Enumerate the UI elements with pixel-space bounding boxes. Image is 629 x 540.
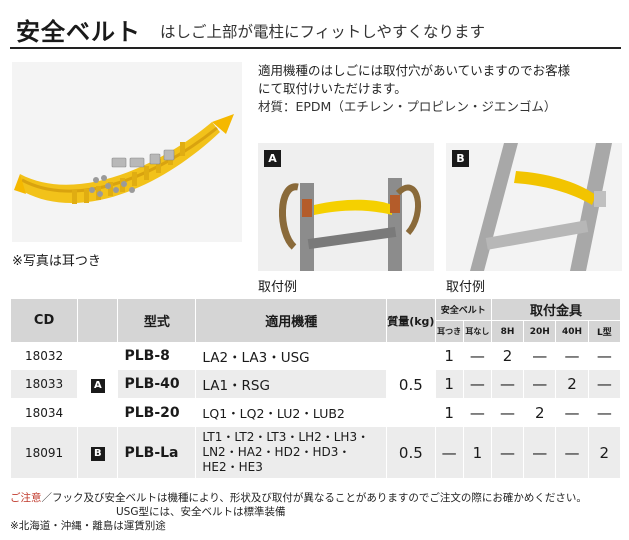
row-noear: —: [462, 342, 492, 370]
table-row: 18033 PLB-40 LA1・RSG 1 — — — 2 —: [9, 369, 622, 399]
group-b-cell: B: [77, 426, 119, 479]
spec-table: CD 型式 適用機種 質量(kg) 安全ベルト 取付金具 耳つき 耳なし 8H …: [9, 298, 622, 479]
row-l: 2: [587, 426, 622, 479]
example-photo-a: A: [258, 143, 434, 271]
row-20h: 2: [523, 398, 557, 427]
note-line-1: ご注意／フック及び安全ベルトは機種により、形状及び取付が異なることがありますので…: [10, 491, 587, 505]
row-40h: —: [555, 426, 589, 479]
row-machine: LA2・LA3・USG: [195, 342, 388, 370]
example-caption-a: 取付例: [258, 280, 298, 295]
warn-label: ご注意: [10, 492, 42, 504]
page-subtitle: はしご上部が電柱にフィットしやすくなります: [160, 23, 486, 41]
row-cd: 18034: [9, 398, 79, 427]
row-ear: 1: [434, 398, 464, 427]
note-line-2: USG型には、安全ベルトは標準装備: [116, 506, 286, 518]
row-noear: —: [462, 398, 492, 427]
header-cd: CD: [9, 298, 79, 343]
weight-a: 0.5: [386, 342, 436, 427]
header-40h: 40H: [555, 320, 589, 343]
header-8h: 8H: [490, 320, 525, 343]
header-belt-noear: 耳なし: [462, 320, 492, 343]
weight-b: 0.5: [386, 426, 436, 479]
row-model: PLB-20: [117, 398, 197, 427]
tag-a: A: [264, 150, 281, 167]
row-20h: —: [523, 369, 557, 399]
row-8h: —: [490, 426, 525, 479]
row-machine: LT1・LT2・LT3・LH2・LH3・LN2・HA2・HD2・HD3・HE2・…: [195, 426, 388, 479]
header-20h: 20H: [523, 320, 557, 343]
photo-caption: ※写真は耳つき: [12, 254, 101, 269]
table-row: 18032 A PLB-8 LA2・LA3・USG 0.5 1 — 2 — — …: [9, 342, 622, 427]
row-l: —: [587, 369, 622, 399]
example-photo-b: B: [446, 143, 622, 271]
header-machine: 適用機種: [195, 298, 388, 343]
row-machine: LQ1・LQ2・LU2・LUB2: [195, 398, 388, 427]
row-model: PLB-8: [117, 342, 197, 370]
product-photo: [12, 62, 242, 242]
row-ear: 1: [434, 342, 464, 370]
row-model: PLB-40: [117, 369, 197, 399]
row-40h: 2: [555, 369, 589, 399]
example-caption-b: 取付例: [446, 280, 486, 295]
row-40h: —: [555, 342, 589, 370]
table-row: 18091 B PLB-La LT1・LT2・LT3・LH2・LH3・LN2・H…: [9, 426, 622, 479]
row-ear: —: [434, 426, 464, 479]
row-l: —: [587, 342, 622, 370]
row-l: —: [587, 398, 622, 427]
row-cd: 18032: [9, 342, 79, 370]
notes: ご注意／フック及び安全ベルトは機種により、形状及び取付が異なることがありますので…: [10, 491, 587, 533]
row-model: PLB-La: [117, 426, 197, 479]
header-model: 型式: [117, 298, 197, 343]
row-20h: —: [523, 426, 557, 479]
row-machine: LA1・RSG: [195, 369, 388, 399]
group-b-tag: B: [90, 446, 105, 461]
row-ear: 1: [434, 369, 464, 399]
header-belt: 安全ベルト: [434, 298, 492, 321]
tag-b: B: [452, 150, 469, 167]
row-8h: 2: [490, 342, 525, 370]
note-text-1: ／フック及び安全ベルトは機種により、形状及び取付が異なることがありますのでご注文…: [41, 492, 587, 504]
row-8h: —: [490, 398, 525, 427]
material-text: 材質：EPDM（エチレン・プロピレン・ジエンゴム）: [258, 99, 557, 114]
row-noear: 1: [462, 426, 492, 479]
title-bar: 安全ベルト はしご上部が電柱にフィットしやすくなります: [10, 10, 621, 49]
row-noear: —: [462, 369, 492, 399]
group-a-tag: A: [90, 378, 105, 393]
row-20h: —: [523, 342, 557, 370]
row-cd: 18033: [9, 369, 79, 399]
page-title: 安全ベルト: [16, 18, 141, 46]
header-group: [77, 298, 119, 343]
header-fittings: 取付金具: [490, 298, 622, 321]
row-8h: —: [490, 369, 525, 399]
header-weight: 質量(kg): [386, 298, 436, 343]
row-cd: 18091: [9, 426, 79, 479]
group-a-cell: A: [77, 342, 119, 427]
description-line-2: にて取付けいただけます。: [258, 81, 407, 96]
row-40h: —: [555, 398, 589, 427]
table-row: 18034 PLB-20 LQ1・LQ2・LU2・LUB2 1 — — 2 — …: [9, 398, 622, 427]
title-divider: [10, 47, 621, 49]
note-line-3: ※北海道・沖縄・離島は運賃別途: [10, 520, 166, 532]
header-l: L型: [587, 320, 622, 343]
description-line-1: 適用機種のはしごには取付穴があいていますのでお客様: [258, 63, 571, 78]
description: 適用機種のはしごには取付穴があいていますのでお客様 にて取付けいただけます。 材…: [258, 62, 623, 116]
header-belt-ear: 耳つき: [434, 320, 464, 343]
